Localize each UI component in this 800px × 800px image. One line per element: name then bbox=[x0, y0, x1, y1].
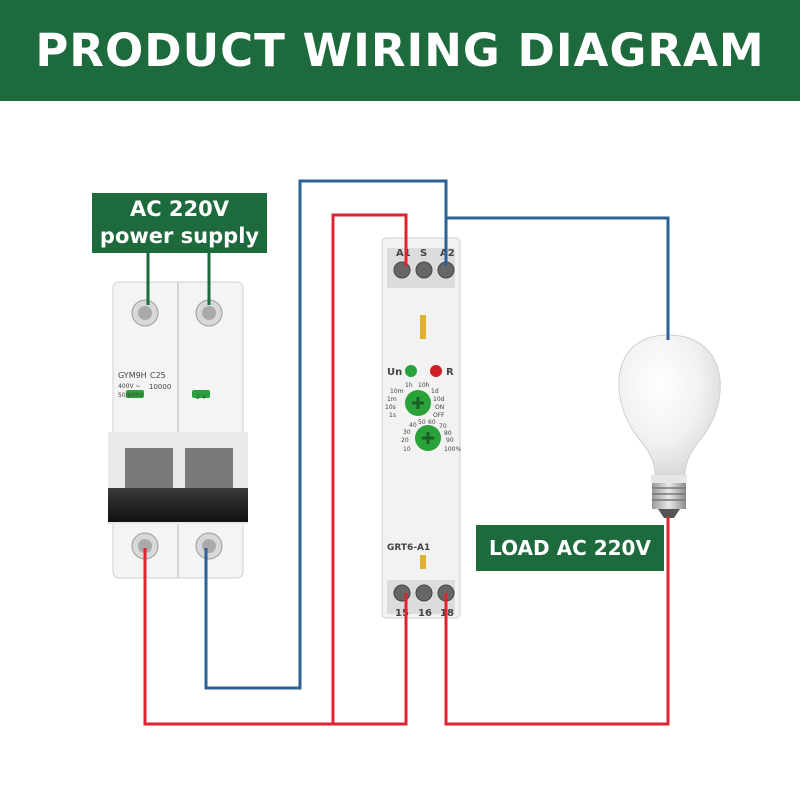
percent-scale-50: 50 bbox=[418, 419, 426, 426]
un-led-label: Un bbox=[387, 367, 402, 378]
lamp-neutral-wire bbox=[446, 216, 670, 340]
light-bulb-icon bbox=[618, 334, 721, 518]
terminal-15-label: 15 bbox=[395, 608, 409, 619]
live-wire bbox=[143, 548, 408, 726]
load-live-wire bbox=[444, 517, 670, 726]
time-scale-on: ON bbox=[435, 404, 444, 411]
terminal-16-label: 16 bbox=[418, 608, 432, 619]
circuit-breaker bbox=[108, 281, 248, 579]
percent-scale-40: 40 bbox=[409, 422, 417, 429]
terminal-a1-label: A1 bbox=[396, 248, 411, 259]
time-scale-off: OFF bbox=[433, 412, 445, 419]
control-live-wire bbox=[331, 213, 408, 724]
page-title: PRODUCT WIRING DIAGRAM bbox=[35, 24, 765, 77]
time-scale-1s: 1s bbox=[389, 412, 396, 419]
time-relay bbox=[381, 237, 461, 619]
percent-scale-90: 90 bbox=[446, 437, 454, 444]
time-scale-10d: 10d bbox=[433, 396, 445, 403]
breaker-voltage: 400V ~ bbox=[118, 383, 141, 390]
percent-scale-80: 80 bbox=[444, 430, 452, 437]
breaker-terminal-labels: 2 4 bbox=[196, 394, 206, 401]
percent-scale-100: 100% bbox=[444, 446, 461, 453]
time-scale-1h: 1h bbox=[405, 382, 413, 389]
power-supply-text: power supply bbox=[99, 224, 260, 248]
breaker-model: GYM9H bbox=[118, 371, 147, 380]
percent-scale-60: 60 bbox=[428, 419, 436, 426]
neutral-wire bbox=[204, 179, 448, 690]
r-led-icon bbox=[430, 365, 442, 377]
relay-model: GRT6-A1 bbox=[387, 543, 430, 553]
time-scale-10m: 10m bbox=[390, 388, 404, 395]
header-banner bbox=[0, 0, 800, 101]
wires bbox=[143, 179, 670, 726]
r-led-label: R bbox=[446, 367, 454, 378]
power-supply-voltage: AC 220V bbox=[129, 197, 230, 221]
time-scale-10h: 10h bbox=[418, 382, 430, 389]
percent-scale-70: 70 bbox=[439, 423, 447, 430]
load-label: LOAD AC 220V bbox=[476, 525, 664, 571]
percent-scale-10: 10 bbox=[403, 446, 411, 453]
breaker-capacity: 10000 bbox=[149, 383, 171, 391]
breaker-rating: C25 bbox=[150, 371, 166, 380]
time-scale-1m: 1m bbox=[387, 396, 397, 403]
un-led-icon bbox=[405, 365, 417, 377]
time-scale-1d: 1d bbox=[431, 388, 439, 395]
percent-scale-30: 30 bbox=[403, 429, 411, 436]
terminal-s-label: S bbox=[420, 248, 427, 259]
time-scale-10s: 10s bbox=[385, 404, 396, 411]
percent-scale-20: 20 bbox=[401, 437, 409, 444]
power-supply-label: AC 220V power supply bbox=[92, 193, 267, 253]
breaker-frequency: 50/60Hz bbox=[118, 392, 143, 399]
